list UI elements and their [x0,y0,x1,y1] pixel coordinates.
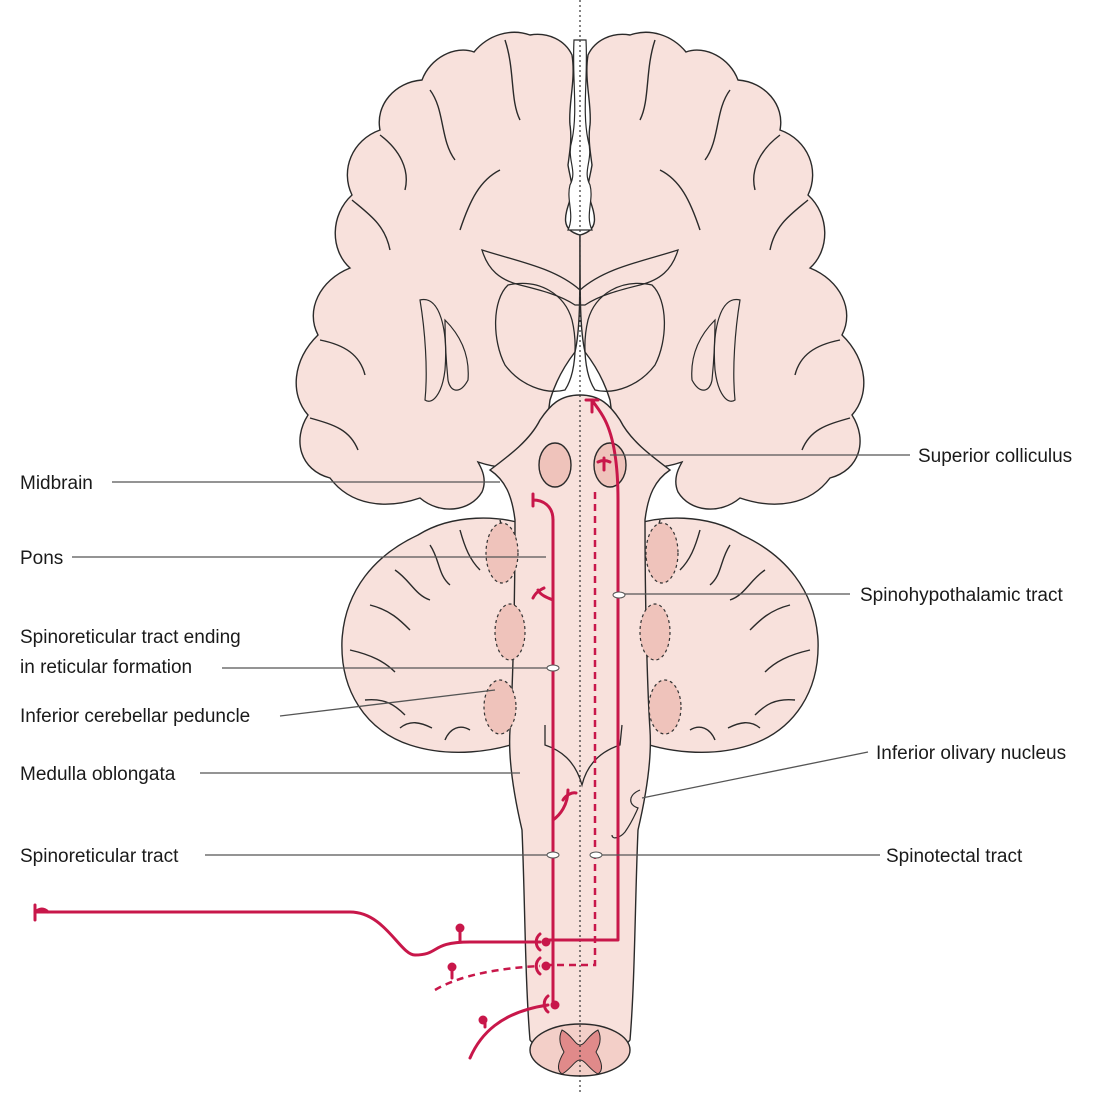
right-insula [713,299,741,402]
spinohypothalamic-ending [584,398,600,414]
spinoreticular-branch-pons [531,586,555,602]
labels: Midbrain Pons Spinoreticular tract endin… [20,446,1072,867]
right-superior-colliculus [593,442,627,488]
label-spinoreticular-tract: Spinoreticular tract [20,846,179,867]
spinotectal-tract-path [545,490,597,967]
right-middle-cerebellar-peduncle [639,603,671,661]
pathways [33,398,626,1060]
label-inferior-cerebellar-peduncle: Inferior cerebellar peduncle [20,706,250,727]
label-spinotectal-tract: Spinotectal tract [886,846,1023,867]
right-superior-cerebellar-peduncle [645,522,679,584]
left-middle-cerebellar-peduncle [494,603,526,661]
left-thalamus [494,282,576,392]
label-pons: Pons [20,548,63,569]
spinohypothalamic-tract-path [543,398,620,942]
spinoreticular-branch-medulla [551,788,578,822]
brainstem-outline [488,394,672,1056]
afferent-terminal-left [33,903,50,922]
label-medulla-oblongata: Medulla oblongata [20,764,176,785]
corpus-callosum [481,249,679,306]
label-midbrain: Midbrain [20,473,93,494]
label-superior-colliculus: Superior colliculus [918,446,1072,467]
right-inferior-cerebellar-peduncle [648,679,682,735]
left-insula [419,299,447,402]
label-spinohypothalamic-tract: Spinohypothalamic tract [860,585,1063,606]
label-spinoreticular-ending-line1: Spinoreticular tract ending [20,627,241,648]
spinoreticular-branch-top [531,492,555,522]
afferent-fiber-dashed [434,964,541,992]
leader-lines [72,454,910,856]
label-inferior-olivary-nucleus: Inferior olivary nucleus [876,743,1066,764]
afferent-fiber-lower [468,1003,550,1060]
right-thalamus [584,282,666,392]
afferent-fiber-solid [33,910,542,957]
left-superior-colliculus [538,442,572,488]
label-spinoreticular-ending-line2: in reticular formation [20,657,192,678]
spinotectal-ending [596,456,612,472]
left-superior-cerebellar-peduncle [485,522,519,584]
left-inferior-cerebellar-peduncle [483,679,517,735]
right-putamen [691,318,716,391]
left-putamen [444,318,469,391]
